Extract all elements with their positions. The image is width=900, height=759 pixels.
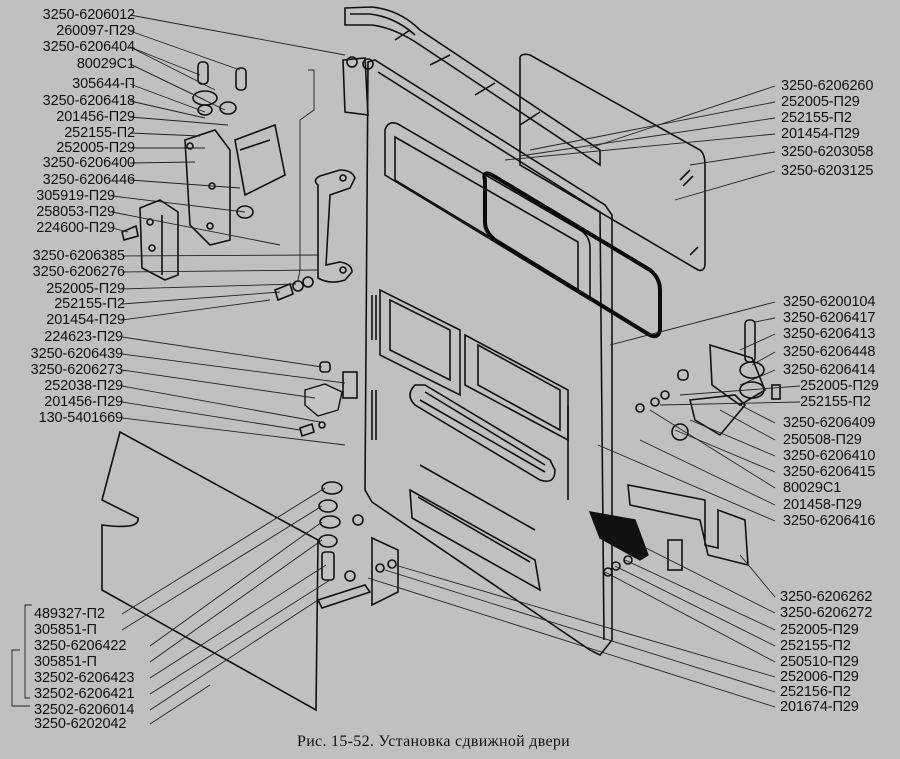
- part-label: 3250-6206418: [42, 93, 135, 109]
- part-label: 252005-П29: [781, 94, 860, 110]
- part-label: 32502-6206423: [34, 670, 135, 686]
- part-label: 224623-П29: [44, 329, 123, 345]
- part-label: 252155-П2: [780, 638, 851, 654]
- part-label: 305644-П: [72, 76, 135, 92]
- leader-lines-left: [111, 14, 346, 446]
- part-label: 305851-П: [34, 622, 97, 638]
- part-label: 3250-6206415: [783, 464, 876, 480]
- part-label: 252006-П29: [780, 669, 859, 685]
- part-label: 3250-6206446: [42, 172, 135, 188]
- left-bracket: [121, 199, 179, 281]
- figure-caption: Рис. 15-52. Установка сдвижной двери: [297, 733, 571, 750]
- part-label: 3250-6206439: [30, 346, 123, 362]
- door-handle: [314, 169, 356, 283]
- lower-guide-rail: [588, 484, 749, 577]
- part-label: 32502-6206014: [34, 702, 135, 718]
- part-label: 252156-П2: [780, 684, 851, 700]
- part-label: 250508-П29: [783, 432, 862, 448]
- part-label: 3250-6206414: [783, 362, 876, 378]
- part-label: 250510-П29: [780, 654, 859, 670]
- part-label: 3250-6206413: [783, 326, 876, 342]
- part-label: 3250-6206416: [783, 513, 876, 529]
- part-label: 3250-6206417: [783, 310, 876, 326]
- part-label: 489327-П2: [34, 606, 105, 622]
- part-label: 3250-6206448: [783, 344, 876, 360]
- group-brackets: [11, 69, 315, 707]
- part-label: 201458-П29: [783, 497, 862, 513]
- part-label: 258053-П29: [36, 204, 115, 220]
- lower-hinge-assembly: [316, 481, 399, 609]
- part-label: 3250-6206410: [783, 448, 876, 464]
- part-label: 252155-П2: [54, 296, 125, 312]
- part-label: 201674-П29: [780, 699, 859, 715]
- part-label: 201456-П29: [44, 394, 123, 410]
- window-seal: [482, 171, 662, 339]
- part-label: 252005-П29: [780, 622, 859, 638]
- part-label: 3250-6206273: [30, 362, 123, 378]
- part-label: 3250-6206385: [32, 248, 125, 264]
- part-label: 305919-П29: [36, 188, 115, 204]
- part-label: 252005-П29: [46, 281, 125, 297]
- upper-roller-rail: [344, 6, 601, 167]
- part-label: 3250-6206404: [42, 39, 135, 55]
- part-label: 252038-П29: [44, 378, 123, 394]
- part-label: 3250-6203058: [781, 144, 874, 160]
- part-label: 3250-6206422: [34, 638, 127, 654]
- leader-lines-right: [367, 85, 801, 708]
- part-label: 3250-6200104: [783, 294, 876, 310]
- part-label: 252155-П2: [64, 125, 135, 141]
- part-label: 260097-П29: [56, 23, 135, 39]
- part-label: 305851-П: [34, 654, 97, 670]
- part-label: 3250-6206272: [780, 605, 873, 621]
- window-glass: [519, 53, 706, 272]
- part-label: 80029С1: [76, 56, 135, 72]
- part-label: 3250-6203125: [781, 163, 874, 179]
- part-label: 252005-П29: [800, 378, 879, 394]
- part-label: 224600-П29: [36, 220, 115, 236]
- part-label: 3250-6206400: [42, 155, 135, 171]
- trim-panel: [101, 430, 319, 712]
- part-label: 252155-П2: [781, 110, 852, 126]
- part-label: 252155-П2: [800, 394, 871, 410]
- part-label: 130-5401669: [38, 410, 123, 426]
- right-hinge-mechanism: [635, 319, 781, 441]
- upper-hinge-assembly: [184, 56, 374, 246]
- part-label: 3250-6206012: [42, 7, 135, 23]
- left-fasteners: [274, 276, 358, 438]
- part-label: 201454-П29: [46, 312, 125, 328]
- part-label: 80029С1: [783, 480, 842, 496]
- part-label: 32502-6206421: [34, 686, 135, 702]
- part-label: 201456-П29: [56, 109, 135, 125]
- part-label: 201454-П29: [781, 126, 860, 142]
- leader-lines-bottom-left: [121, 487, 331, 725]
- part-label: 3250-6202042: [34, 716, 127, 732]
- part-label: 252005-П29: [56, 140, 135, 156]
- part-label: 3250-6206409: [783, 415, 876, 431]
- part-label: 3250-6206262: [780, 589, 873, 605]
- part-label: 3250-6206276: [32, 264, 125, 280]
- part-label: 3250-6206260: [781, 78, 874, 94]
